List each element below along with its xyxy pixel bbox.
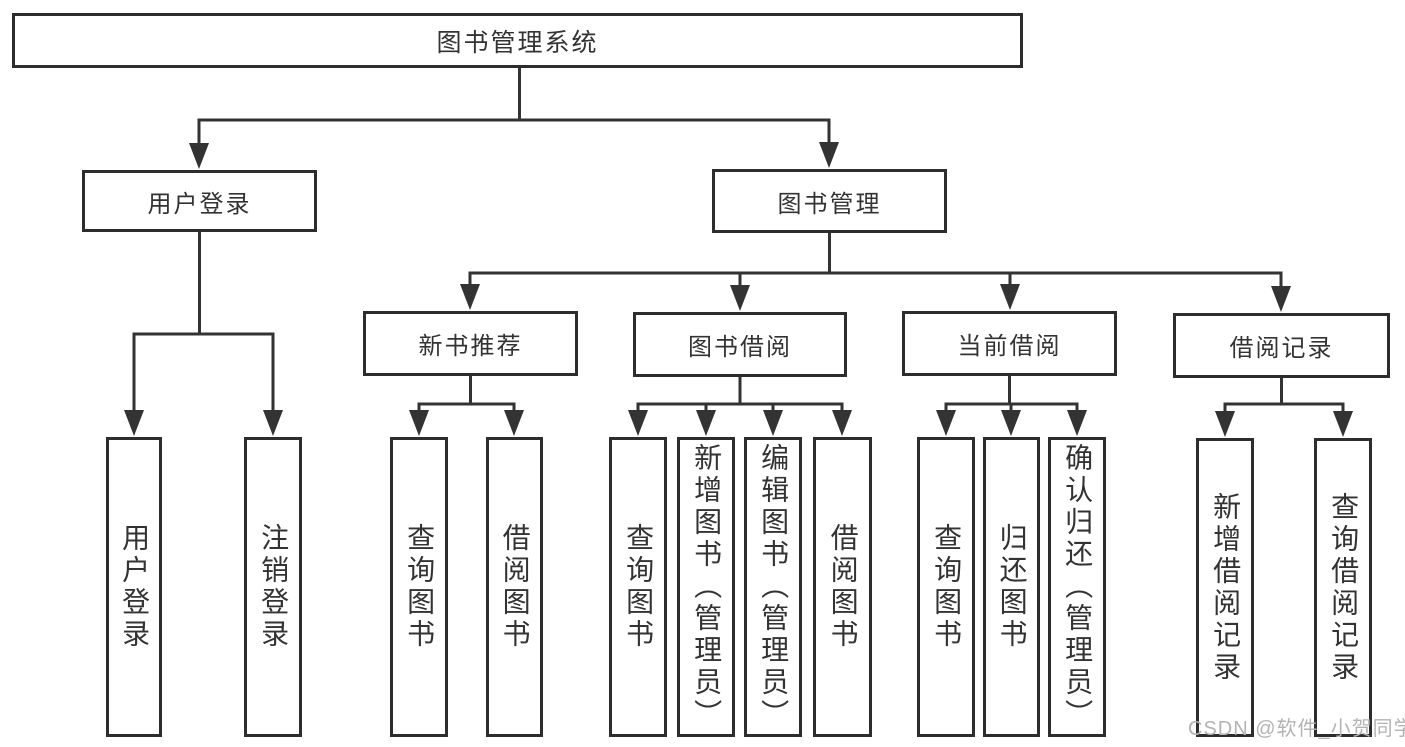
arrow-icon: [409, 410, 429, 436]
leaf-confirm-return-admin: 确认归还（管理员）: [1048, 437, 1106, 737]
leaf-edit-book-admin: 编辑图书（管理员）: [744, 437, 802, 737]
branch-user-login: [132, 229, 275, 416]
leaf-label: 查询图书: [623, 523, 655, 651]
leaf-user-login: 用户登录: [106, 437, 162, 737]
leaf-label: 归还图书: [996, 523, 1028, 651]
arrow-icon: [263, 410, 283, 436]
arrow-icon: [1000, 284, 1020, 310]
leaf-add-borrow-record: 新增借阅记录: [1196, 438, 1254, 737]
arrow-icon: [730, 285, 750, 311]
branch-current-borrow: [944, 373, 1079, 416]
leaf-label: 查询图书: [404, 523, 436, 651]
leaf-logout: 注销登录: [244, 437, 302, 737]
leaf-label: 新增图书（管理员）: [691, 443, 723, 731]
leaf-label: 查询图书: [931, 523, 963, 651]
arrow-icon: [504, 410, 524, 436]
node-label: 图书借阅: [688, 334, 792, 361]
csdn-watermark: CSDN @软件_小贺同学: [1188, 718, 1405, 740]
leaf-label: 借阅图书: [827, 523, 859, 651]
node-user-login: 用户登录: [82, 170, 317, 232]
leaf-label: 注销登录: [258, 523, 290, 651]
node-library-management-system: 图书管理系统: [12, 13, 1023, 68]
arrow-icon: [628, 410, 648, 436]
node-label: 图书管理系统: [436, 28, 599, 57]
arrow-icon: [1067, 410, 1087, 436]
leaf-query-books-current: 查询图书: [917, 437, 975, 737]
branch-new-book: [417, 373, 516, 416]
leaf-label: 查询借阅记录: [1328, 491, 1360, 684]
leaf-label: 借阅图书: [499, 523, 531, 651]
arrow-icon: [696, 410, 716, 436]
arrow-icon: [189, 143, 209, 169]
leaf-label: 用户登录: [119, 523, 151, 651]
node-new-book-recommend: 新书推荐: [363, 311, 578, 376]
leaf-borrow-books: 借阅图书: [813, 437, 872, 737]
arrow-icon: [832, 410, 852, 436]
leaf-label: 新增借阅记录: [1210, 491, 1242, 684]
leaf-return-book: 归还图书: [983, 437, 1040, 737]
node-book-borrowing: 图书借阅: [633, 312, 847, 377]
leaf-label: 确认归还（管理员）: [1062, 443, 1094, 731]
node-label: 用户登录: [147, 190, 252, 218]
node-label: 当前借阅: [957, 333, 1062, 360]
branch-book-borrow: [636, 374, 844, 416]
leaf-label: 编辑图书（管理员）: [758, 443, 790, 731]
leaf-add-book-admin: 新增图书（管理员）: [677, 437, 735, 737]
leaf-query-borrow-record: 查询借阅记录: [1314, 438, 1372, 737]
arrow-icon: [763, 410, 783, 436]
arrow-icon: [1333, 411, 1353, 437]
node-current-borrowing: 当前借阅: [902, 311, 1117, 376]
branch-book-management: [468, 231, 1283, 291]
branch-root: [197, 64, 831, 148]
leaf-query-books-borrow: 查询图书: [609, 437, 667, 737]
arrow-icon: [1001, 410, 1021, 436]
node-label: 图书管理: [777, 190, 882, 218]
node-label: 新书推荐: [418, 333, 523, 360]
branch-borrow-records: [1223, 375, 1345, 416]
node-borrow-records: 借阅记录: [1173, 313, 1390, 378]
arrow-icon: [124, 410, 144, 436]
arrow-icon: [460, 284, 480, 310]
leaf-borrow-books-recommend: 借阅图书: [486, 437, 543, 737]
node-label: 借阅记录: [1229, 335, 1334, 362]
arrow-icon: [1271, 286, 1291, 312]
arrow-icon: [936, 410, 956, 436]
node-book-management: 图书管理: [712, 169, 947, 233]
arrow-icon: [819, 142, 839, 168]
leaf-query-books-recommend: 查询图书: [390, 437, 448, 737]
arrow-icon: [1215, 411, 1235, 437]
